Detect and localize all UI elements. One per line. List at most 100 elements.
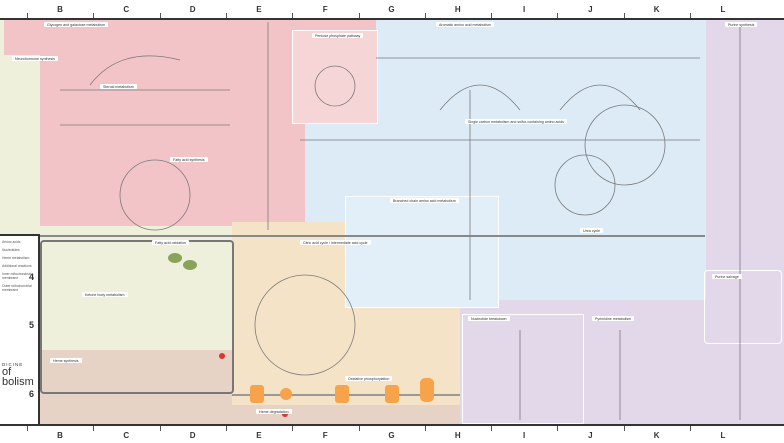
column-label: F <box>322 431 328 440</box>
complex-ii <box>280 388 292 400</box>
ruler-tick <box>623 13 625 18</box>
nucleotide-region <box>706 18 784 424</box>
ruler-tick <box>623 426 625 431</box>
section-title: Heme synthesis <box>50 358 82 363</box>
legend-panel: Amino acids Nucleotides Heme metabolism … <box>0 234 40 430</box>
ruler-tick <box>491 13 493 18</box>
complex-iv <box>385 385 399 403</box>
ruler-tick <box>93 13 95 18</box>
ruler-tick <box>690 426 691 431</box>
column-label: G <box>388 431 395 440</box>
ruler-tick <box>491 426 493 431</box>
section-title: Fatty acid oxidation <box>152 240 189 245</box>
section-title: Pyrimidine metabolism <box>592 316 635 321</box>
section-title: Purine salvage <box>712 274 742 279</box>
ruler-tick <box>424 426 426 431</box>
poster-brand: DICINE of bolism <box>2 362 34 388</box>
legend-item: Inner mitochondrial membrane <box>2 272 31 280</box>
ruler-tick <box>159 426 161 431</box>
column-label: H <box>454 431 461 440</box>
legend-item: Heme metabolism <box>2 256 30 260</box>
section-title: Fatty acid synthesis <box>170 157 208 162</box>
section-title: Single carbon metabolism and sulfur-cont… <box>465 119 567 124</box>
column-label: G <box>388 5 395 14</box>
section-title: Citric acid cycle / intermediate acid cy… <box>300 240 371 245</box>
column-label: K <box>653 5 660 14</box>
legend-item: Nucleotides <box>2 248 20 252</box>
column-label: E <box>256 5 262 14</box>
carnitine-shuttle <box>168 253 197 270</box>
ruler-tick <box>225 13 227 18</box>
complex-iii <box>335 385 349 403</box>
column-label: L <box>720 431 726 440</box>
pentose-subregion <box>292 30 378 124</box>
ruler-tick <box>358 13 360 18</box>
aromatic-arc <box>439 84 521 111</box>
fatty-synth-cycle <box>119 159 191 231</box>
ruler-tick <box>557 426 559 431</box>
brand-top: DICINE <box>2 362 24 367</box>
pentose-cycle <box>314 65 356 107</box>
ruler-tick <box>159 13 161 18</box>
ruler-tick <box>690 13 691 18</box>
ruler-tick <box>292 426 294 431</box>
purine-salvage-subregion <box>704 270 782 344</box>
column-label: K <box>653 431 660 440</box>
urea-cycle <box>554 154 616 216</box>
brand-bottom: bolism <box>2 376 34 388</box>
ruler-tick <box>557 13 559 18</box>
glycogen-path <box>89 55 181 86</box>
legend-item: Outer mitochondrial membrane <box>2 284 32 292</box>
section-title: Oxidative phosphorylation <box>345 376 393 381</box>
row-label: 5 <box>29 320 35 330</box>
oxphos-complexes <box>250 378 434 403</box>
column-label: H <box>454 5 461 14</box>
column-label: C <box>123 431 130 440</box>
column-label: I <box>522 5 526 14</box>
column-label: I <box>522 431 526 440</box>
fatty-ox-subregion <box>40 240 234 394</box>
column-label: D <box>189 5 196 14</box>
column-label: B <box>57 5 63 14</box>
section-title: Heme degradation <box>256 409 292 414</box>
ruler-tick <box>424 13 426 18</box>
legend-item: Additional reactions <box>2 264 32 268</box>
section-title: Purine synthesis <box>725 22 758 27</box>
row-label: 4 <box>29 272 35 282</box>
column-label: E <box>256 431 262 440</box>
ruler-tick <box>225 426 227 431</box>
section-title: Nucleotide breakdown <box>468 316 510 321</box>
column-label: D <box>189 431 196 440</box>
column-label: F <box>322 5 328 14</box>
citric-acid-cycle <box>254 274 356 376</box>
complex-i <box>250 385 264 403</box>
nucleotide-breakdown-subregion <box>462 314 584 424</box>
ruler-tick <box>358 426 360 431</box>
legend-item: Amino acids <box>2 240 21 244</box>
brand-mid: of <box>2 366 12 378</box>
section-title: Branched chain amino acid metabolism <box>390 198 459 203</box>
column-label: L <box>720 5 726 14</box>
section-title: Aromatic amino acid metabolism <box>436 22 494 27</box>
aromatic-arc-2 <box>559 84 641 111</box>
ruler-tick <box>27 13 28 18</box>
amino-acid-region <box>376 18 706 118</box>
section-title: Glycogen and galactose metabolism <box>44 22 108 27</box>
ruler-tick <box>292 13 294 18</box>
section-title: Steroid metabolism <box>100 84 137 89</box>
heme-icon <box>219 353 225 359</box>
section-title: Ketone body metabolism <box>82 292 128 297</box>
ruler-tick <box>93 426 95 431</box>
column-label: C <box>123 5 130 14</box>
section-title: Pentose phosphate pathway <box>312 33 364 38</box>
atp-synthase <box>420 378 434 402</box>
column-label: B <box>57 431 63 440</box>
section-title: Neurohormone synthesis <box>12 56 58 61</box>
row-label: 6 <box>29 389 35 399</box>
ruler-tick <box>27 426 28 431</box>
methionine-cycle <box>584 104 666 186</box>
branched-subregion <box>345 196 499 308</box>
column-label: J <box>588 5 593 14</box>
